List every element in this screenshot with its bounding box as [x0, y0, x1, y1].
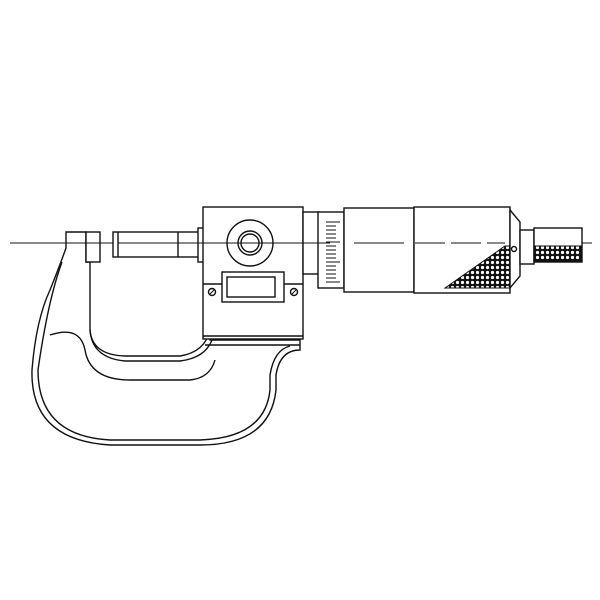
body: [202, 206, 304, 340]
thimble: [302, 206, 521, 294]
anvil: [85, 231, 101, 263]
ratchet-knurl: [534, 245, 582, 262]
ratchet[interactable]: [510, 227, 583, 265]
spindle: [112, 227, 205, 263]
frame: [31, 231, 301, 446]
